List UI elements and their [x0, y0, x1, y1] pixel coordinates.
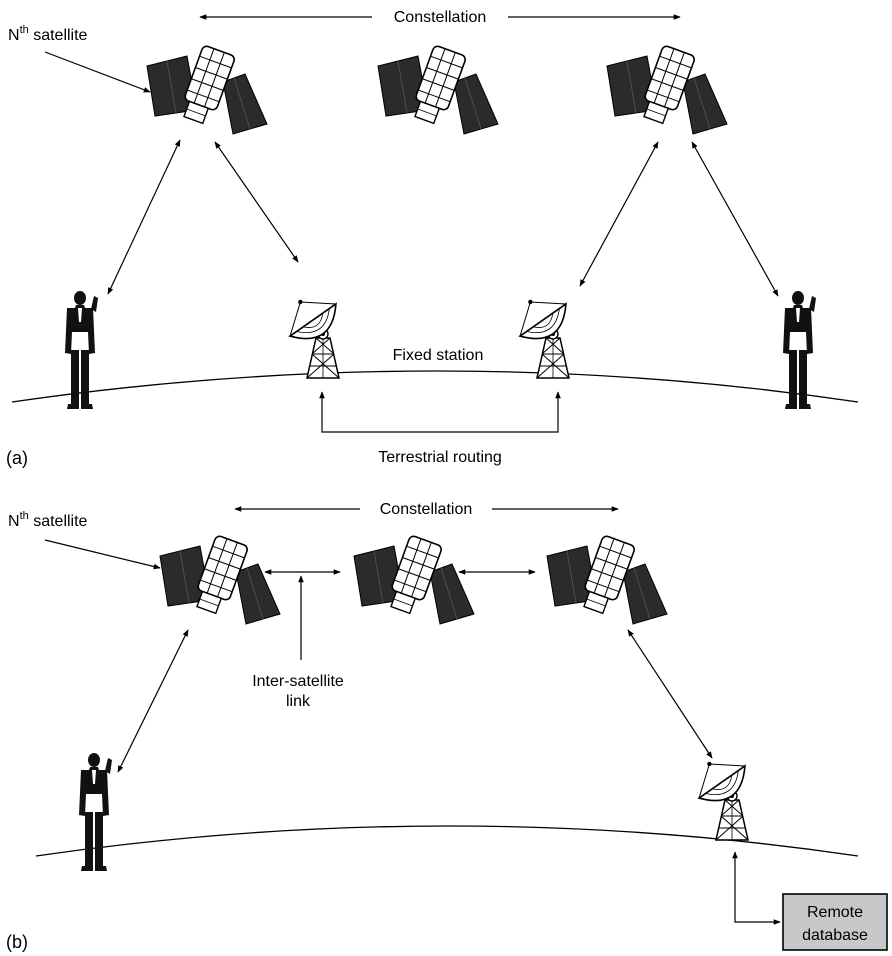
link-user-right-satellite	[691, 141, 779, 297]
link-satellite-right-station	[579, 141, 659, 287]
nth-satellite-pointer-b	[44, 539, 161, 570]
ground-station-b	[684, 745, 756, 841]
fixed-station-left	[275, 283, 347, 379]
remote-database-line1: Remote	[807, 904, 863, 921]
nth-satellite-pointer	[44, 51, 151, 93]
satellite-right	[606, 44, 728, 135]
remote-database-line2: database	[802, 927, 868, 944]
earth-horizon-b	[35, 825, 859, 857]
terrestrial-routing-bracket	[319, 391, 561, 433]
fixed-station-label: Fixed station	[393, 347, 484, 364]
nth-satellite-label: Nth satellite	[8, 24, 88, 44]
panel-a: Constellation Nth satellite Fixed statio…	[6, 9, 859, 468]
mobile-user-b	[79, 753, 112, 871]
fixed-station-right	[505, 283, 577, 379]
link-satellite-station-b	[627, 629, 713, 759]
terrestrial-routing-label: Terrestrial routing	[378, 449, 502, 466]
panel-a-label: (a)	[6, 448, 28, 468]
satellite-left	[146, 44, 268, 135]
satellite-middle	[377, 44, 499, 135]
satellite-left-b	[159, 534, 281, 625]
link-user-satellite-b	[117, 629, 189, 773]
constellation-label: Constellation	[394, 9, 487, 26]
link-satellite-left-station	[214, 141, 299, 263]
inter-satellite-label-line2: link	[286, 693, 311, 710]
panel-b-label: (b)	[6, 932, 28, 952]
panel-b: Constellation Nth satellite Inter-satell…	[6, 501, 888, 952]
earth-horizon	[11, 370, 859, 403]
remote-database-box	[782, 893, 888, 951]
nth-satellite-label-b: Nth satellite	[8, 510, 88, 530]
link-user-left-satellite	[107, 139, 181, 295]
inter-satellite-label-line1: Inter-satellite	[252, 673, 344, 690]
mobile-user-right	[783, 291, 816, 409]
constellation-label-b: Constellation	[380, 501, 473, 518]
satellite-right-b	[546, 534, 668, 625]
database-link	[732, 851, 781, 925]
satellite-middle-b	[353, 534, 475, 625]
